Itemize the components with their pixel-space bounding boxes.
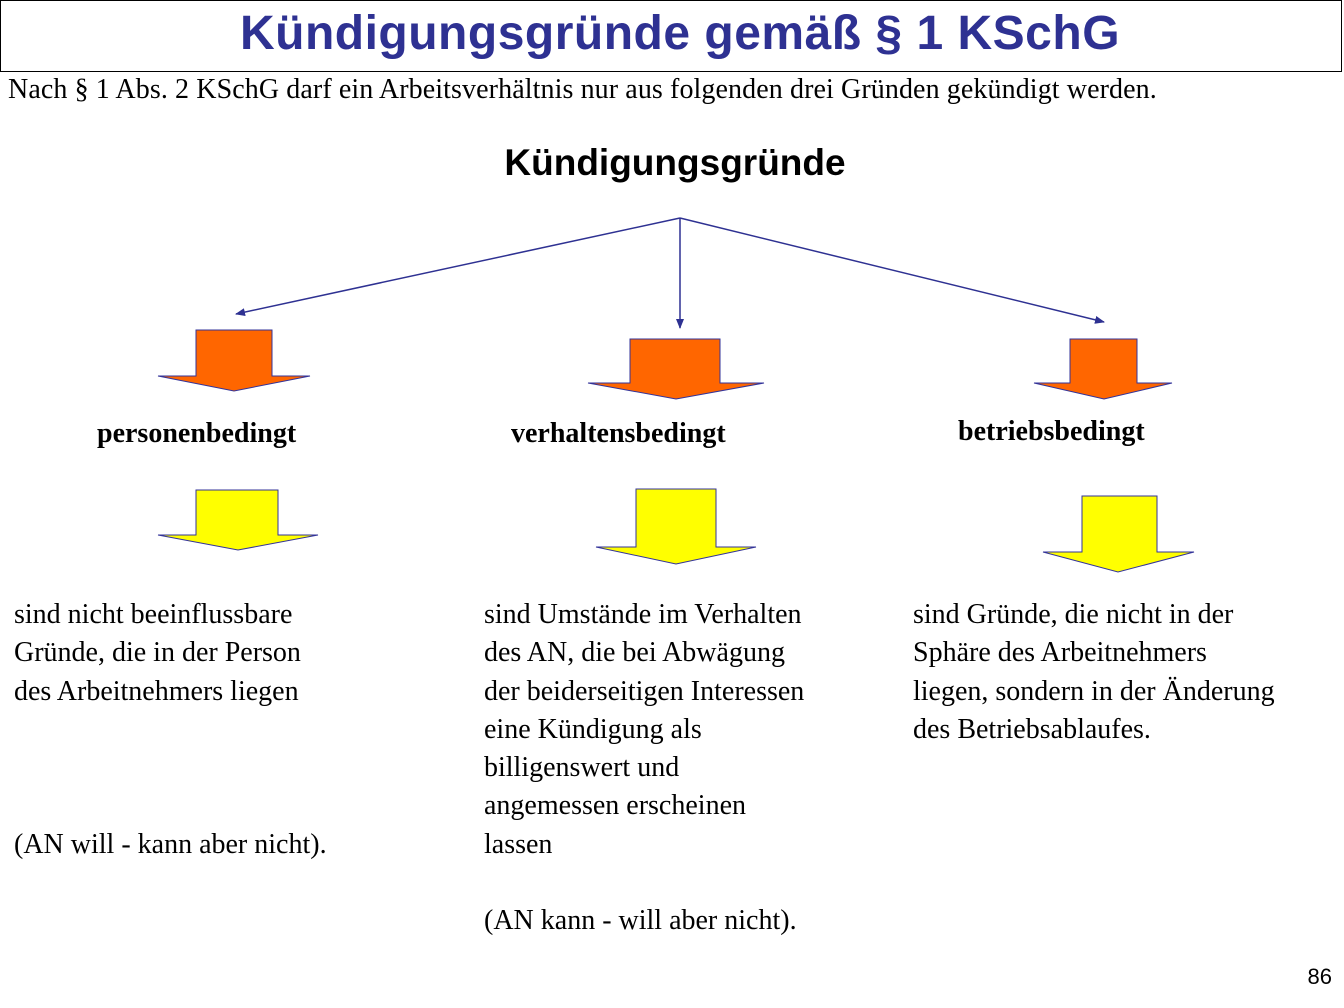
orange-arrow-3 [1033,338,1173,400]
description-betriebsbedingt: sind Gründe, die nicht in der Sphäre des… [913,599,1275,745]
connector-lines [235,217,1105,329]
orange-arrow-2 [587,338,765,400]
yellow-arrow-1 [157,489,319,551]
yellow-arrow-3 [1042,495,1195,573]
title-box [0,0,1342,72]
connector-betriebsbedingt [679,217,1105,324]
orange-arrow-1 [157,329,311,392]
category-label-betriebsbedingt: betriebsbedingt [958,416,1145,447]
description-verhaltensbedingt: sind Umstände im Verhalten des AN, die b… [484,599,805,937]
description-personenbedingt: sind nicht beeinflussbare Gründe, die in… [14,599,327,860]
page-number: 86 [1307,964,1332,989]
category-label-personenbedingt: personenbedingt [97,418,297,449]
yellow-arrow-2 [595,488,757,565]
intro-text: Nach § 1 Abs. 2 KSchG darf ein Arbeitsve… [8,74,1157,105]
category-label-verhaltensbedingt: verhaltensbedingt [511,418,726,449]
page-title: Kündigungsgründe gemäß § 1 KSchG [239,7,1121,60]
diagram-root-label: Kündigungsgründe [504,142,846,183]
connector-personenbedingt [235,217,681,317]
